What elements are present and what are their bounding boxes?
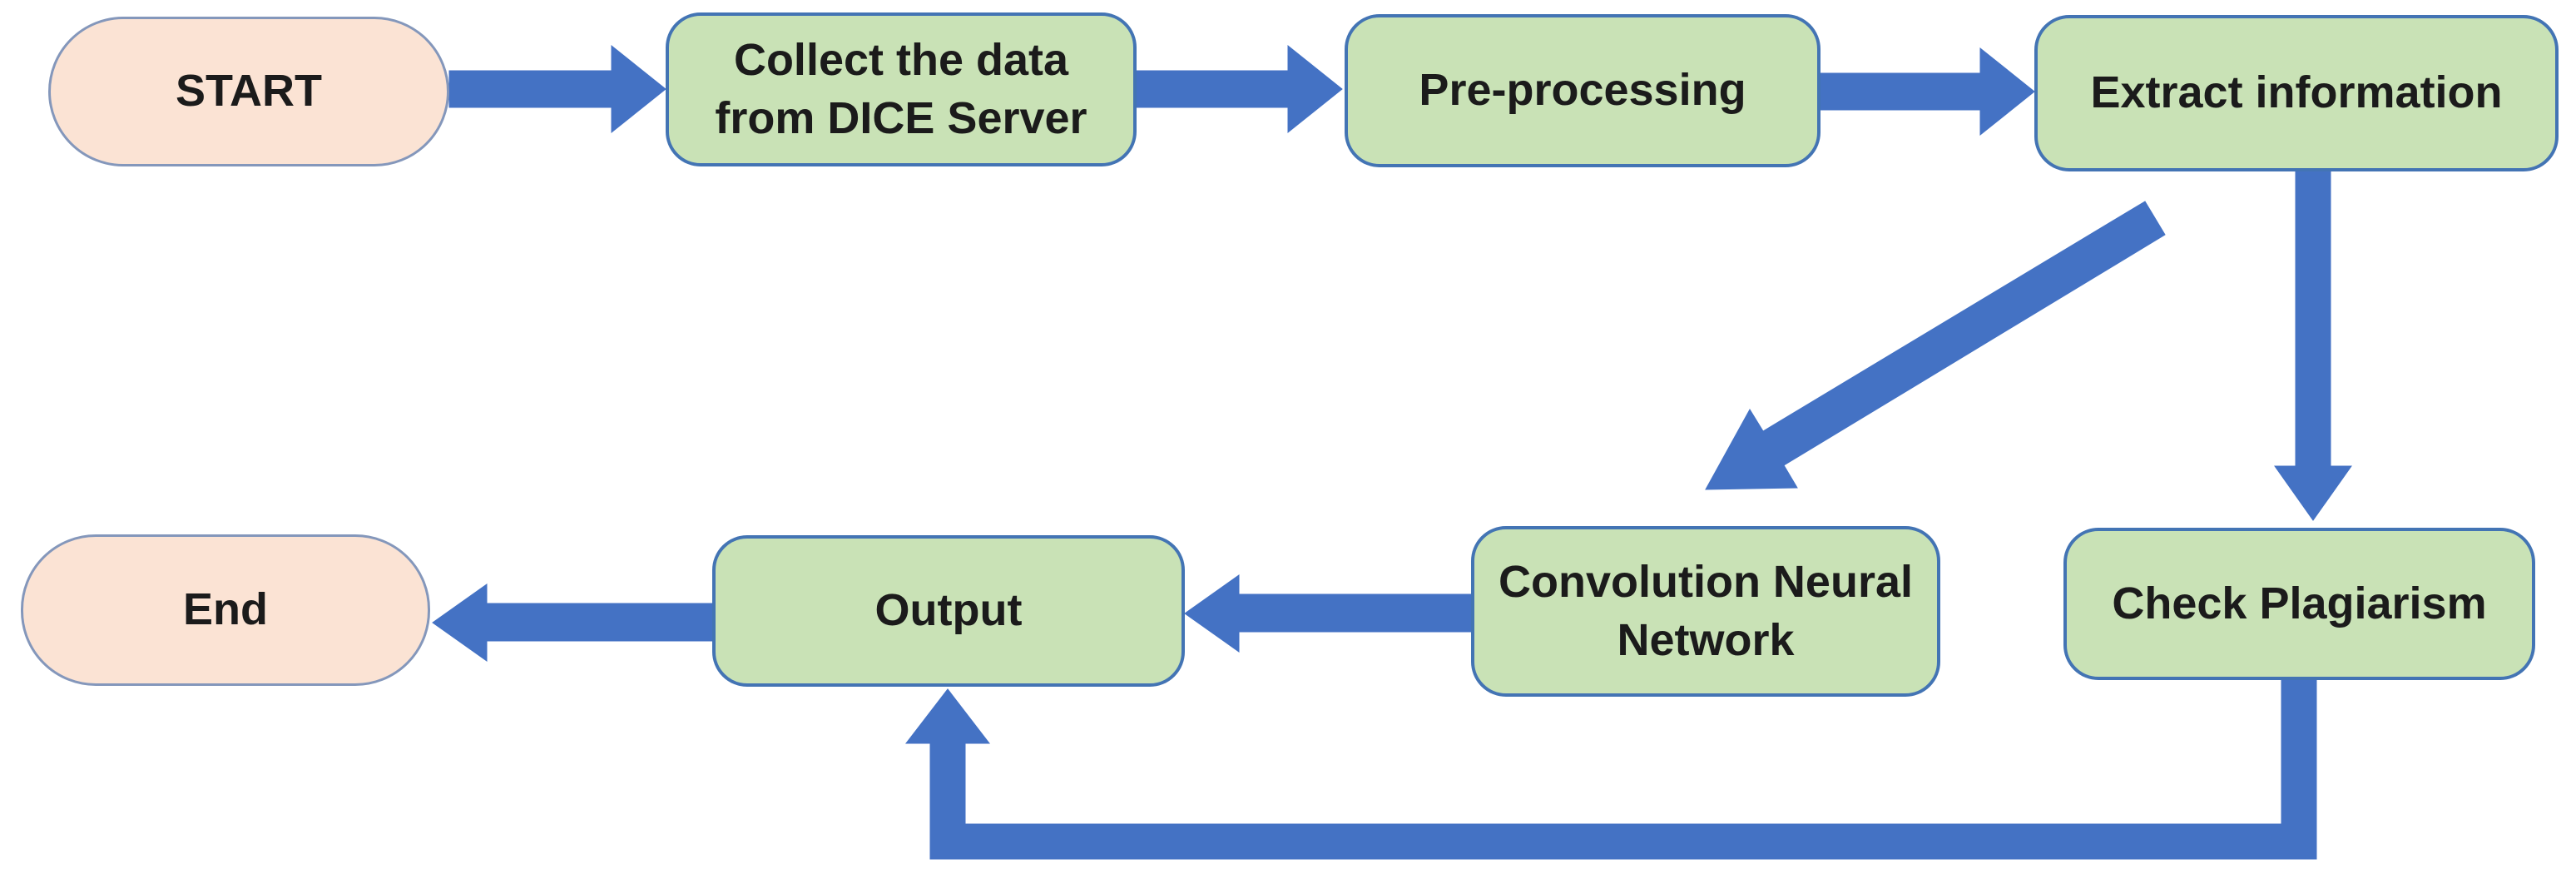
node-output-label: Output xyxy=(874,585,1023,636)
arrow-preprocessing-to-extract xyxy=(1820,47,2035,137)
node-check-plagiarism: Check Plagiarism xyxy=(2063,528,2535,680)
arrow-output-to-end xyxy=(432,583,713,662)
node-output: Output xyxy=(712,535,1185,687)
node-end-label: End xyxy=(183,584,268,635)
node-start-label: START xyxy=(176,66,322,117)
arrow-check-plagiarism-to-output-loop xyxy=(904,678,2317,860)
node-start: START xyxy=(48,17,449,166)
arrow-start-to-collect xyxy=(448,44,666,134)
arrow-cnn-to-output xyxy=(1184,574,1472,653)
node-preprocessing-label: Pre-processing xyxy=(1419,65,1746,116)
arrow-extract-to-cnn xyxy=(1705,201,2166,490)
node-preprocessing: Pre-processing xyxy=(1345,14,1821,167)
node-convolution-neural-network-label: Convolution Neural Network xyxy=(1499,557,1913,665)
node-convolution-neural-network: Convolution Neural Network xyxy=(1471,526,1940,697)
arrow-collect-to-preprocessing xyxy=(1136,44,1343,134)
node-collect-data-label: Collect the data from DICE Server xyxy=(715,35,1087,143)
node-extract-information: Extract information xyxy=(2034,15,2559,171)
node-collect-data: Collect the data from DICE Server xyxy=(666,12,1137,166)
node-end: End xyxy=(21,534,430,686)
node-extract-information-label: Extract information xyxy=(2090,67,2503,118)
arrow-extract-to-check-plagiarism xyxy=(2274,170,2352,521)
node-check-plagiarism-label: Check Plagiarism xyxy=(2112,578,2487,628)
